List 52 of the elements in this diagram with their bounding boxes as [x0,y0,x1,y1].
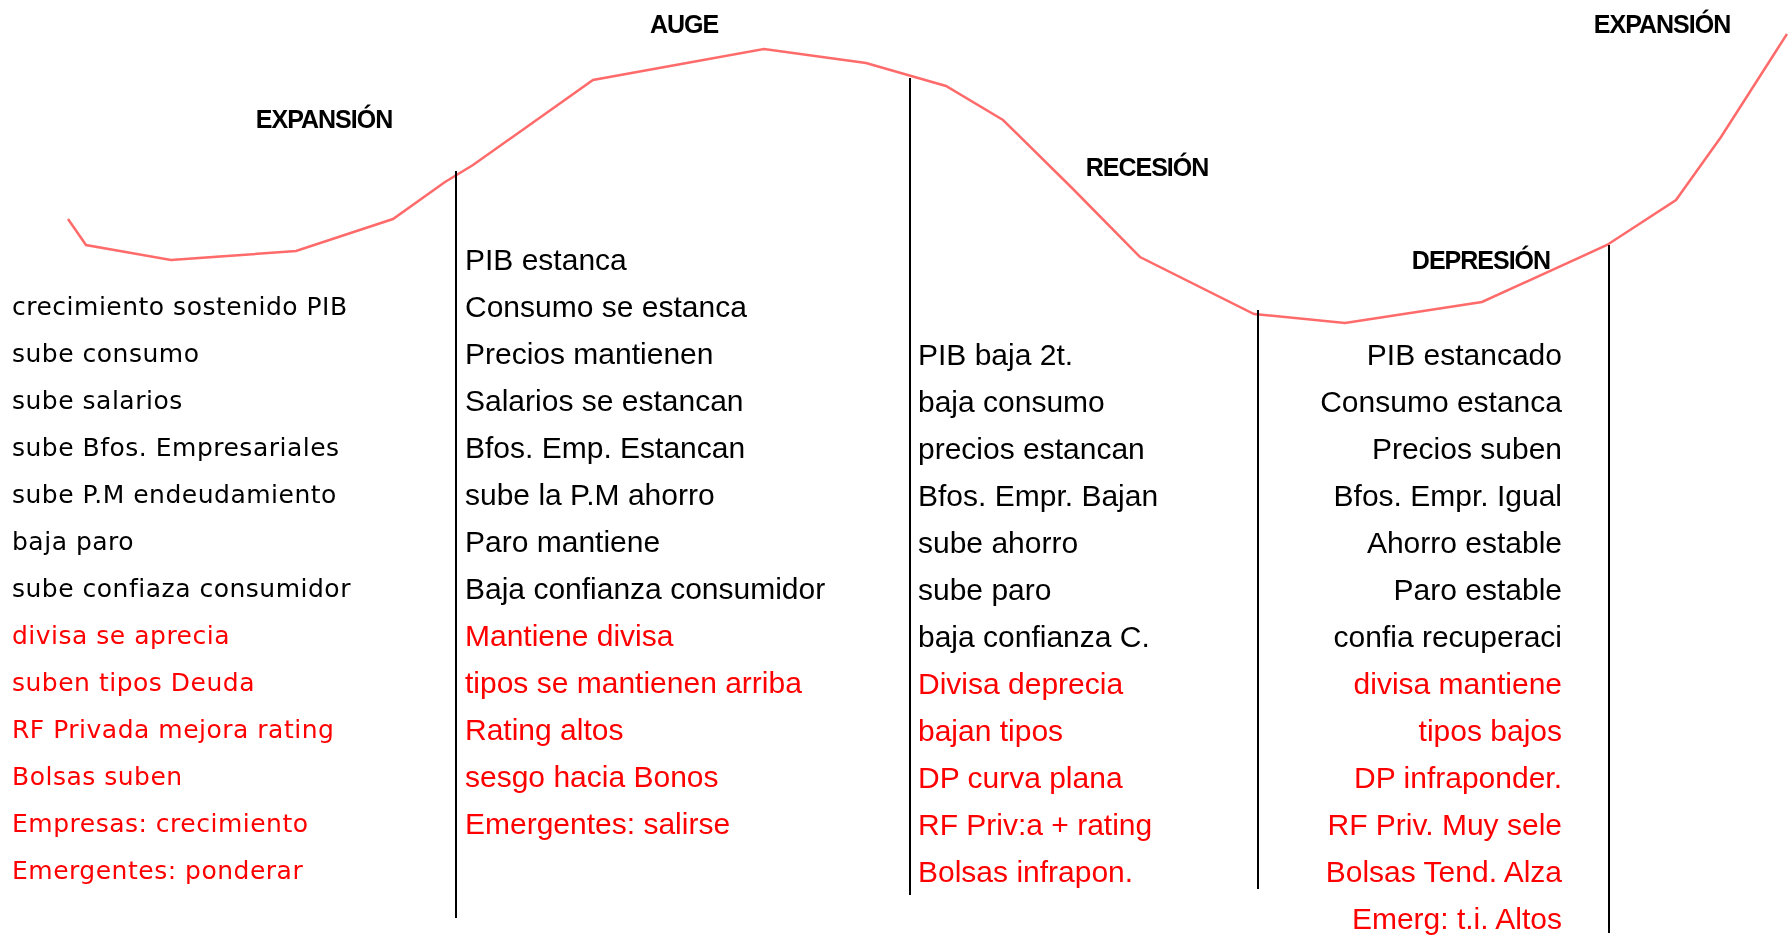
market-note: Rating altos [465,715,624,745]
market-note: divisa mantiene [1353,669,1562,699]
market-note: Emergentes: salirse [465,809,731,839]
indicator-note: sube consumo [12,341,200,366]
market-note: divisa se aprecia [12,623,230,648]
market-note: bajan tipos [918,716,1064,746]
indicator-note: confia recuperaci [1333,622,1562,652]
indicator-note: PIB estancado [1366,340,1562,370]
market-note: RF Priv:a + rating [918,810,1153,840]
indicator-note: Baja confianza consumidor [465,574,826,604]
indicator-note: Precios mantienen [465,339,714,369]
market-note: Bolsas infrapon. [918,857,1134,887]
indicator-note: sube la P.M ahorro [465,480,715,510]
market-note: tipos bajos [1418,716,1562,746]
indicator-note: Bfos. Emp. Estancan [465,433,746,463]
market-note: Mantiene divisa [465,621,674,651]
market-note: sesgo hacia Bonos [465,762,719,792]
indicator-note: Ahorro estable [1366,528,1562,558]
market-note: RF Privada mejora rating [12,717,335,742]
market-note: tipos se mantienen arriba [465,668,802,698]
indicator-note: Paro estable [1393,575,1562,605]
indicator-note: baja consumo [918,387,1105,417]
indicator-note: Consumo se estanca [465,292,747,322]
market-note: DP curva plana [918,763,1123,793]
market-note: Emerg: t.i. Altos [1351,904,1562,934]
indicator-note: precios estancan [918,434,1145,464]
market-note: Divisa deprecia [918,669,1124,699]
indicator-note: sube salarios [12,388,183,413]
indicator-note: crecimiento sostenido PIB [12,294,348,319]
market-note: Emergentes: ponderar [12,858,304,883]
market-note: DP infraponder. [1354,763,1562,793]
indicator-note: PIB baja 2t. [918,340,1074,370]
indicator-note: Bfos. Empr. Bajan [918,481,1159,511]
indicator-note: sube paro [918,575,1052,605]
indicator-note: PIB estanca [465,245,627,275]
indicator-note: Paro mantiene [465,527,661,557]
indicator-note: Consumo estanca [1320,387,1562,417]
indicator-note: baja paro [12,529,135,554]
indicator-note: Bfos. Empr. Igual [1333,481,1562,511]
indicator-note: sube P.M endeudamiento [12,482,337,507]
indicator-note: sube ahorro [918,528,1079,558]
indicator-note: sube confiaza consumidor [12,576,351,601]
indicator-note: sube Bfos. Empresariales [12,435,340,460]
market-note: Bolsas Tend. Alza [1325,857,1562,887]
market-note: Bolsas suben [12,764,183,789]
market-note: RF Priv. Muy sele [1327,810,1562,840]
phase-label: AUGE [649,12,719,37]
market-note: suben tipos Deuda [12,670,255,695]
indicator-note: Precios suben [1371,434,1562,464]
indicator-note: Salarios se estancan [465,386,744,416]
market-note: Empresas: crecimiento [12,811,309,836]
indicator-note: baja confianza C. [918,622,1150,652]
